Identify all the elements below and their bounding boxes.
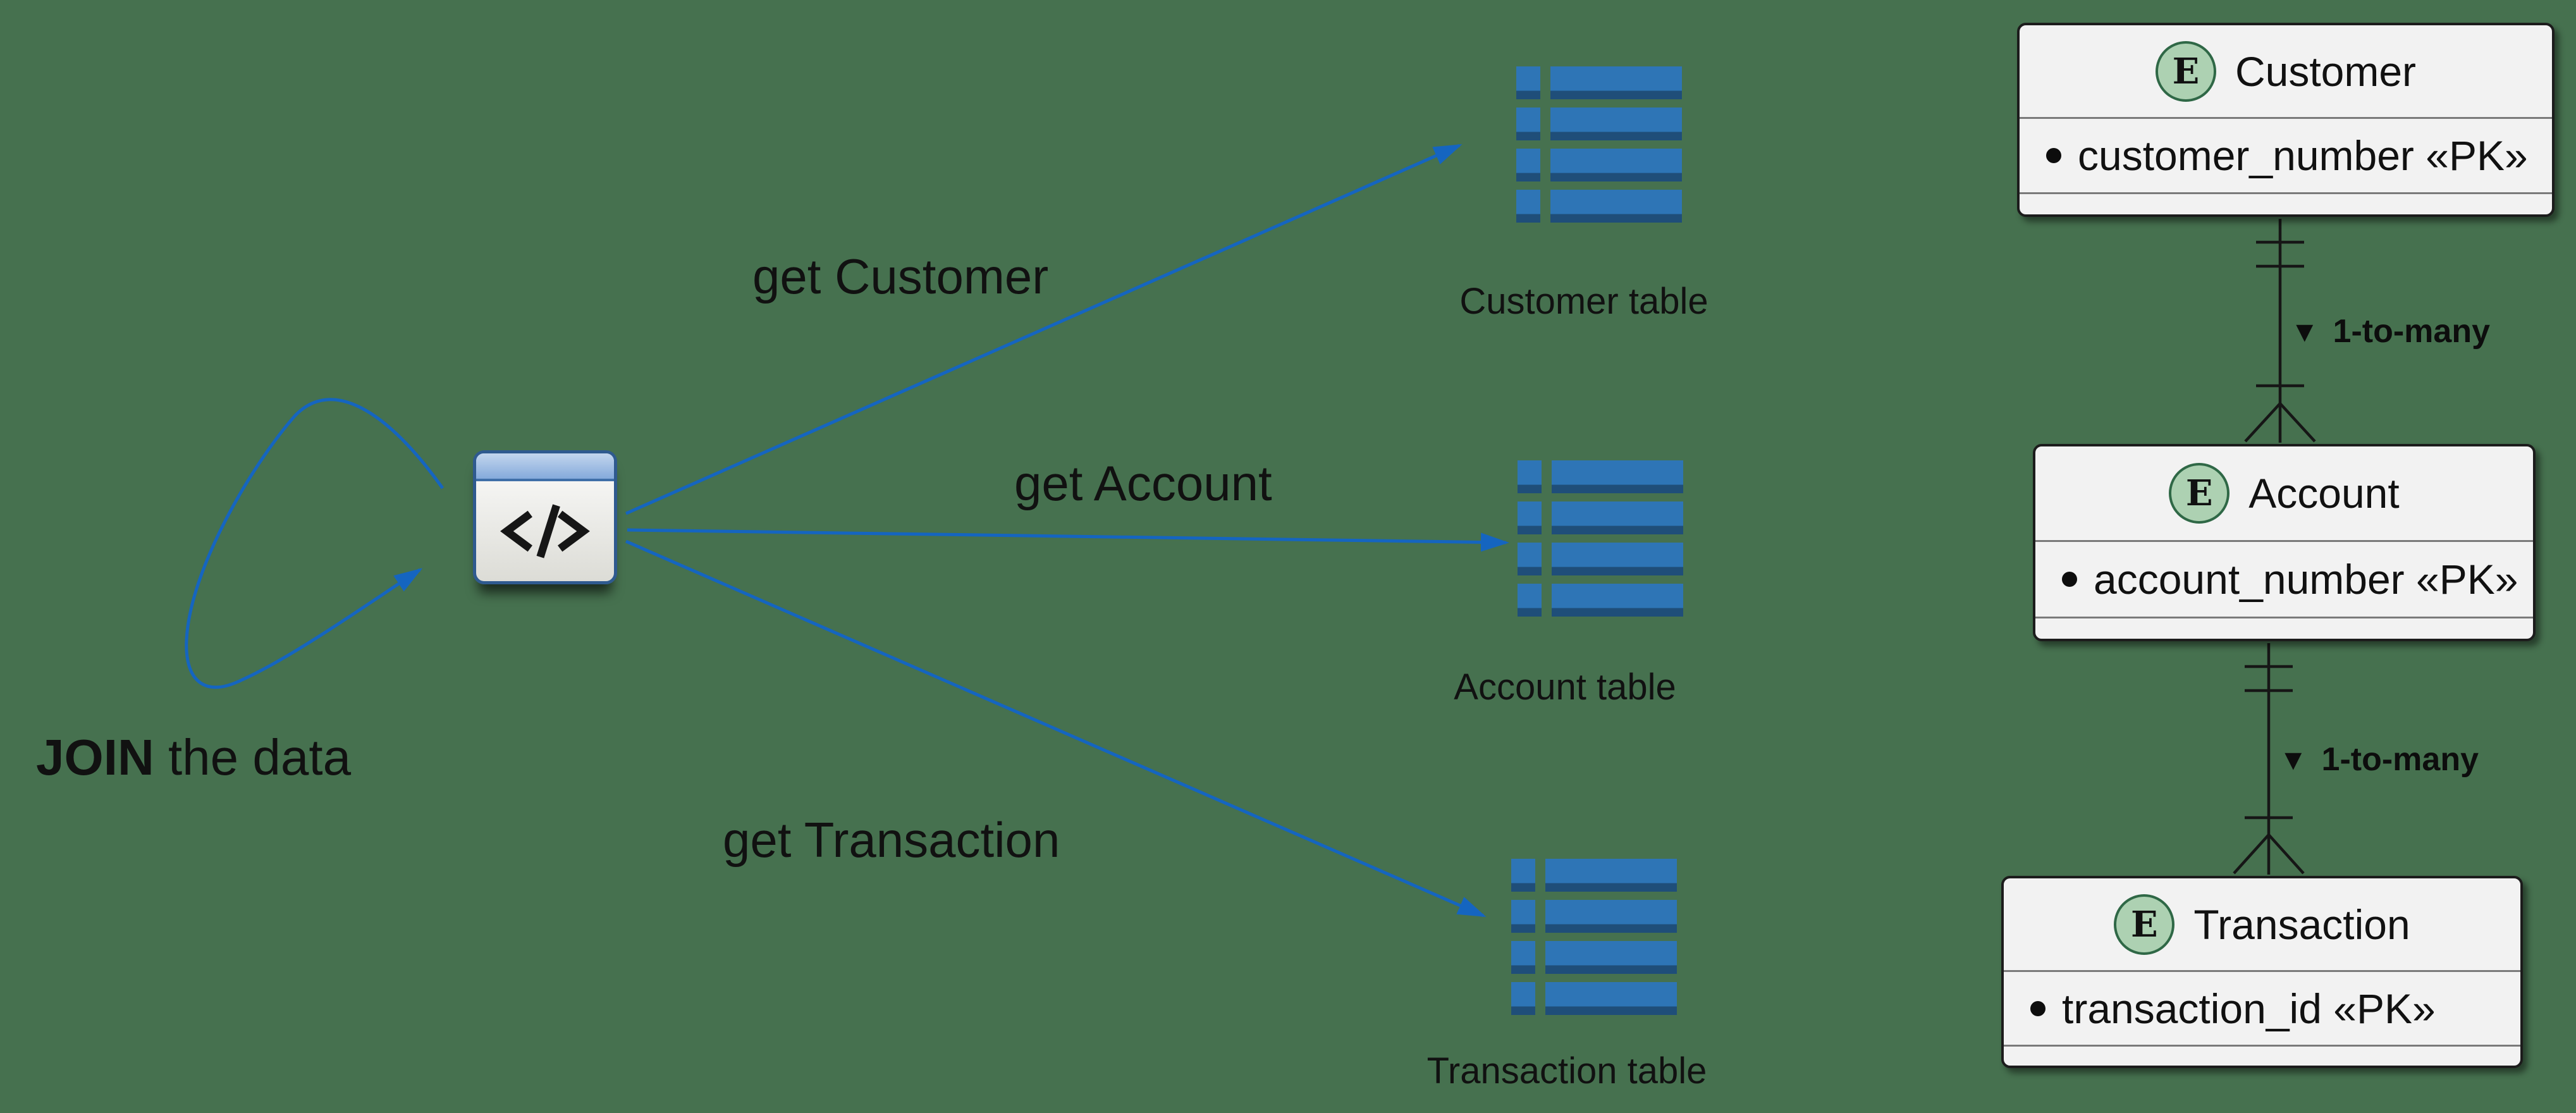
customer-table-label: Customer table <box>1459 281 1708 322</box>
transaction-table-label: Transaction table <box>1426 1050 1707 1091</box>
relationship-label-account-transaction: ▼ 1-to-many <box>2279 743 2479 776</box>
entity-account-attribute: account_number «PK» <box>2094 556 2518 603</box>
customer-table-icon <box>1516 66 1682 223</box>
join-rest: the data <box>154 729 352 785</box>
entity-account-footer <box>2035 618 2533 639</box>
join-the-data-label: JOIN the data <box>36 732 351 783</box>
self-join-loop-arrow <box>185 398 445 689</box>
entity-transaction-attribute-row: transaction_id «PK» <box>2004 972 2520 1047</box>
entity-stereotype-icon: E <box>2155 40 2216 102</box>
entity-transaction: E Transaction transaction_id «PK» <box>2001 876 2523 1068</box>
entity-transaction-attribute: transaction_id «PK» <box>2062 985 2436 1032</box>
entity-account-header: E Account <box>2035 446 2533 542</box>
entity-customer: E Customer customer_number «PK» <box>2017 23 2555 217</box>
arrow-get-customer <box>625 144 1463 515</box>
get-account-label: get Account <box>1014 455 1272 511</box>
attribute-bullet-icon <box>2030 1000 2045 1016</box>
entity-stereotype-icon: E <box>2169 463 2230 524</box>
attribute-bullet-icon <box>2046 148 2061 163</box>
down-triangle-icon: ▼ <box>2290 315 2319 348</box>
relationship-label-customer-account: ▼ 1-to-many <box>2290 315 2490 348</box>
code-window-icon <box>473 450 617 584</box>
entity-customer-header: E Customer <box>2020 25 2552 119</box>
entity-transaction-footer <box>2004 1047 2520 1066</box>
entity-customer-attribute-row: customer_number «PK» <box>2020 119 2552 194</box>
relationship-line-account-transaction <box>2233 643 2305 875</box>
entity-customer-footer <box>2020 194 2552 214</box>
relationship-text: 1-to-many <box>2321 741 2479 778</box>
entity-account: E Account account_number «PK» <box>2033 444 2536 641</box>
code-window-titlebar <box>476 453 614 481</box>
entity-customer-name: Customer <box>2235 47 2417 95</box>
entity-customer-attribute: customer_number «PK» <box>2078 132 2528 179</box>
entity-transaction-name: Transaction <box>2193 901 2410 948</box>
get-customer-label: get Customer <box>752 249 1049 304</box>
entity-account-name: Account <box>2248 470 2400 517</box>
transaction-table-icon <box>1511 859 1677 1015</box>
relationship-line-customer-account <box>2244 219 2316 443</box>
get-transaction-label: get Transaction <box>723 812 1060 868</box>
account-table-label: Account table <box>1454 667 1676 708</box>
code-glyph-icon <box>476 481 614 581</box>
entity-account-attribute-row: account_number «PK» <box>2035 542 2533 618</box>
entity-stereotype-icon: E <box>2114 894 2175 955</box>
arrow-get-transaction <box>625 539 1487 918</box>
down-triangle-icon: ▼ <box>2279 743 2308 776</box>
arrow-get-account <box>627 528 1509 552</box>
relationship-text: 1-to-many <box>2333 313 2491 350</box>
account-table-icon <box>1518 460 1683 617</box>
join-keyword: JOIN <box>36 729 154 785</box>
entity-transaction-header: E Transaction <box>2004 878 2520 972</box>
attribute-bullet-icon <box>2062 572 2077 587</box>
